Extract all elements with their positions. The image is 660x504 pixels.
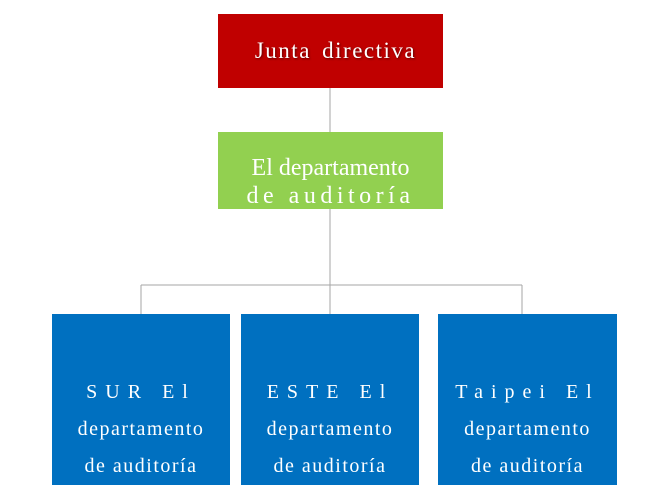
node-este-line1: ESTE El	[266, 381, 394, 403]
node-taipei[interactable]: Taipei El departamento de auditoría	[438, 314, 617, 485]
node-departamento-auditoria[interactable]: El departamento de auditoría	[218, 132, 443, 209]
node-sur-line3: de auditoría	[84, 455, 198, 477]
node-taipei-line1: Taipei El	[455, 381, 600, 403]
node-este-line2: departamento	[266, 418, 394, 440]
node-junta-directiva[interactable]: Junta directiva	[218, 14, 443, 88]
node-sur-line2: departamento	[77, 418, 205, 440]
node-sur[interactable]: SUR El departamento de auditoría	[52, 314, 230, 485]
node-taipei-line2: departamento	[464, 418, 591, 440]
node-este-line3: de auditoría	[273, 455, 387, 477]
node-departamento-auditoria-line1: El departamento	[251, 155, 410, 181]
node-sur-line1: SUR El	[86, 381, 196, 403]
node-taipei-line3: de auditoría	[471, 455, 584, 477]
node-este[interactable]: ESTE El departamento de auditoría	[241, 314, 419, 485]
node-departamento-auditoria-line2: de auditoría	[246, 183, 415, 209]
node-junta-directiva-label: Junta directiva	[254, 38, 417, 63]
